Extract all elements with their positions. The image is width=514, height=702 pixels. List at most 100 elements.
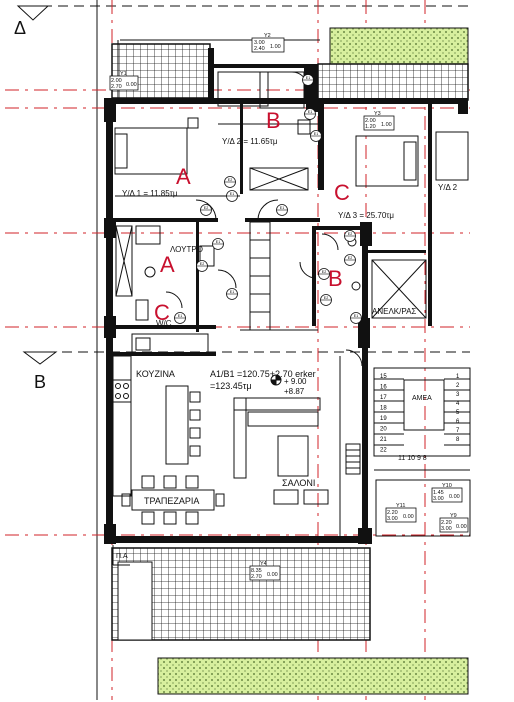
stair-number: 21 [380,437,387,443]
stair-number: 6 [456,419,460,425]
room-label-kitchen: ΚΟΥΖΙΝΑ [136,369,175,379]
svg-text:3.00: 3.00 [441,526,452,532]
room-label-bed-right: Υ/Δ 2 [438,183,458,192]
section-marker-b-icon [22,351,58,365]
svg-text:2.20: 2.20 [387,510,398,516]
svg-text:Ε2: Ε2 [348,232,352,236]
room-label-bath: ΛΟΥΤΡΟ [170,245,203,254]
svg-text:Υ3: Υ3 [374,111,381,117]
door-tag: Ε1 [302,74,314,86]
svg-text:3.00: 3.00 [387,516,398,522]
door-tag: Ε2 [318,268,330,280]
svg-text:0.00: 0.00 [126,82,137,88]
svg-text:Υ4: Υ4 [260,561,267,567]
stair-number: 5 [456,410,460,416]
svg-text:Υ1: Υ1 [120,71,127,77]
room-label-wc: W/C [156,319,172,328]
svg-text:2.70: 2.70 [111,84,122,90]
room-label-dining: ΤΡΑΠΕΖΑΡΙΑ [144,496,199,506]
window-tag: Υ11 2.20 3.00 0.00 [385,503,417,523]
stair-bottom-numbers: 11 10 9 8 [398,455,427,462]
svg-text:Υ11: Υ11 [396,503,405,509]
svg-text:Ε1: Ε1 [306,76,310,80]
svg-text:Ε2: Ε2 [228,178,232,182]
svg-text:8.35: 8.35 [251,568,262,574]
svg-text:Υ9: Υ9 [450,513,457,519]
svg-text:3.00: 3.00 [254,40,265,46]
room-letter-b-hall: B [328,266,343,291]
svg-text:Ε1: Ε1 [280,206,284,210]
room-label-living: ΣΑΛΟΝΙ [282,478,315,488]
area-summary-line2: =123.45τμ [210,381,252,391]
stair-number: 4 [456,401,460,407]
svg-text:1.45: 1.45 [433,490,444,496]
bathroom-fixtures [115,225,361,321]
door-tag: Ε2 [344,230,356,242]
label-pa: Π.Α [116,553,128,560]
svg-text:0.00: 0.00 [267,572,278,578]
room-label-bed2: Υ/Δ 2 = 11.65τμ [222,137,278,146]
door-tag: Ε1 [276,204,288,216]
stair-number: 15 [380,374,387,380]
section-mark-top: Δ [14,18,26,38]
balcony-bottom [111,547,371,641]
stair-number: 22 [380,448,387,454]
partitions [112,39,470,566]
door-tag: Ε1 [310,130,322,142]
stair-number: 17 [380,395,387,401]
room-label-bed1: Υ/Δ 1 = 11.85τμ [122,189,178,198]
svg-text:Ε1: Ε1 [230,192,234,196]
stair-number: 16 [380,385,387,391]
svg-text:2.20: 2.20 [441,520,452,526]
beds [114,71,469,187]
room-letter-b-bed2: B [266,108,281,133]
room-label-bed3: Υ/Δ 3 = 25.70τμ [338,211,394,220]
window-tag: Υ9 2.20 3.00 0.00 [439,513,469,533]
room-letter-c-wc: C [154,300,170,325]
svg-text:1.20: 1.20 [365,124,376,130]
window-tag: Υ3 2.00 1.20 1.00 [363,111,395,131]
svg-text:3.00: 3.00 [433,496,444,502]
svg-text:2.00: 2.00 [365,118,376,124]
door-tag: Ε2 [320,294,332,306]
svg-text:Ε1: Ε1 [354,314,358,318]
staircase [373,367,471,537]
svg-text:Ε1: Ε1 [216,240,220,244]
svg-text:1.00: 1.00 [270,44,281,50]
svg-text:Ε1: Ε1 [308,110,312,114]
room-letter-c-bed3: C [334,180,350,205]
svg-text:Υ2: Υ2 [264,33,271,39]
svg-text:2.70: 2.70 [251,574,262,580]
door-tag: Ε2 [224,176,236,188]
section-mark-left: B [34,372,46,392]
stair-number: 3 [456,392,460,398]
svg-text:Ε2: Ε2 [348,256,352,260]
living-room-furniture [233,397,361,505]
door-tag: Ε1 [350,312,362,324]
door-tag: Ε1 [226,288,238,300]
window-tag: Υ2 3.00 2.40 1.00 [251,33,285,53]
balcony-planter-box [117,561,153,641]
svg-text:Ε2: Ε2 [322,270,326,274]
svg-text:Ε1: Ε1 [178,314,182,318]
level-marker-icon [270,374,282,386]
svg-text:0.00: 0.00 [449,494,460,500]
svg-text:1.00: 1.00 [381,122,392,128]
planter-bottom [157,657,469,695]
section-marker-top-icon [16,5,50,21]
room-label-amea: ΑΜΕΑ [412,395,432,402]
svg-text:0.00: 0.00 [456,524,467,530]
stair-number: 8 [456,437,460,443]
door-tag: Ε1 [304,108,316,120]
stair-number: 2 [456,383,460,389]
stair-number: 18 [380,406,387,412]
door-tag: Ε1 [174,312,186,324]
svg-text:2.00: 2.00 [111,78,122,84]
stair-number: 7 [456,428,460,434]
window-tag: Υ4 8.35 2.70 0.00 [249,561,281,581]
room-letter-a-bed1: A [176,164,191,189]
window-tag: Υ1 2.00 2.70 0.00 [109,71,139,91]
